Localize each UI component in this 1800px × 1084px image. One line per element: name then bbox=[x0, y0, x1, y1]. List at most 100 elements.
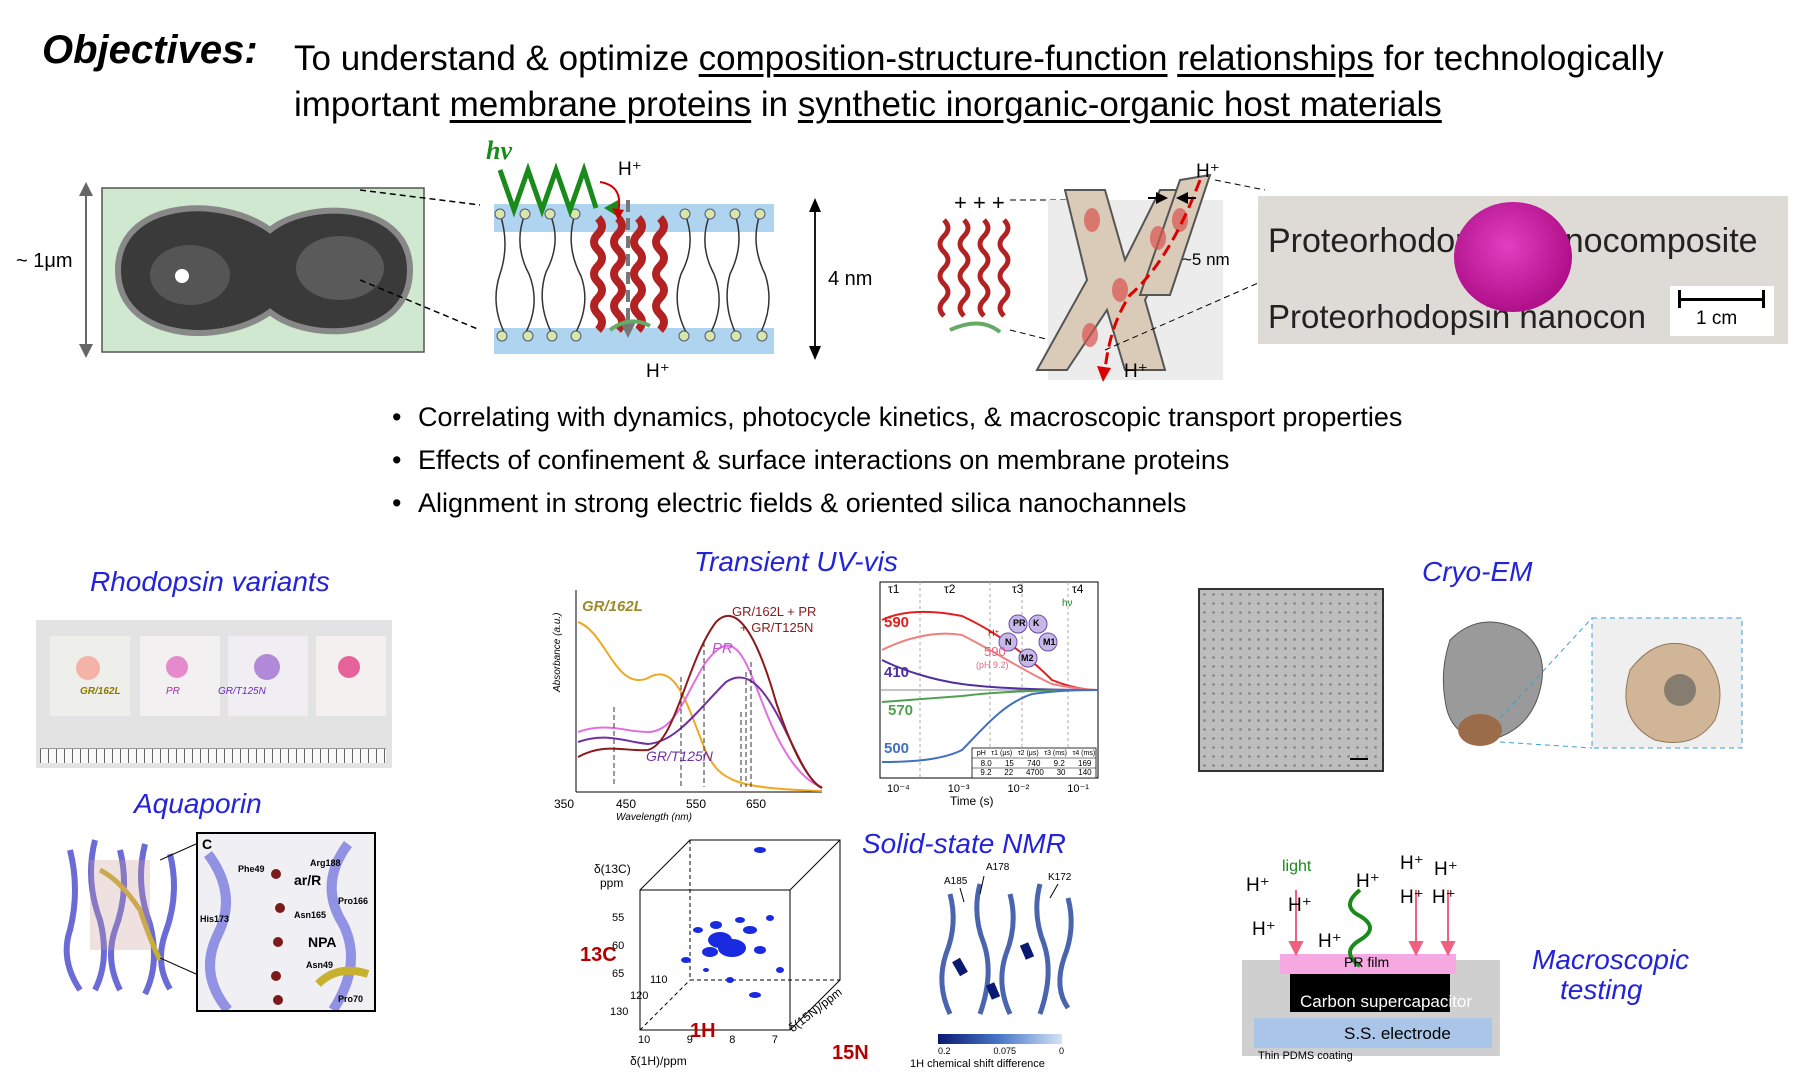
kin-label-590: 590 bbox=[884, 614, 910, 631]
scale-box: 1 cm bbox=[1670, 286, 1774, 336]
x-tick: 10⁻³ bbox=[947, 783, 970, 795]
residue-label: His173 bbox=[200, 914, 230, 924]
membrane-thickness-label: 4 nm bbox=[828, 268, 873, 290]
pdms-label: Thin PDMS coating bbox=[1258, 1050, 1353, 1062]
sample-spot bbox=[338, 656, 360, 678]
residue-label: Arg188 bbox=[310, 858, 341, 868]
table-cell: 8.0 bbox=[980, 759, 992, 768]
table-cell: 30 bbox=[1056, 768, 1066, 777]
cryo-density-map bbox=[1442, 617, 1743, 749]
macro-proton: H⁺ bbox=[1432, 887, 1456, 908]
x-tick: 10⁻² bbox=[1007, 783, 1030, 795]
proton-right-bottom-label: H⁺ bbox=[1124, 361, 1148, 382]
absorbance-spectrum: Absorbance (a.u.) 350 450 550 650 Wavele… bbox=[552, 590, 823, 822]
colorbar-tick: 0 bbox=[1058, 1046, 1064, 1056]
bullet-3: •Alignment in strong electric fields & o… bbox=[392, 488, 1187, 518]
kin-label-ph: 590 bbox=[984, 644, 1006, 659]
aquaporin-structure bbox=[63, 839, 177, 996]
zoom-lines bbox=[160, 843, 197, 975]
obj-text: important bbox=[294, 85, 450, 124]
table-cell: τ3 (ms) bbox=[1044, 750, 1067, 757]
h-ticks: 10 9 8 7 bbox=[638, 1034, 778, 1046]
legend-grt125n: GR/T125N bbox=[646, 748, 713, 764]
sample-label: PR bbox=[166, 686, 180, 697]
residue-label: K172 bbox=[1048, 872, 1072, 883]
nmr-h1-label: 1H bbox=[690, 1020, 716, 1042]
nanocomposite-photo: Proteorhodopsin nanocomposite Proteorhod… bbox=[1258, 196, 1788, 344]
cycle-state: K bbox=[1033, 618, 1040, 628]
table-cell: 15 bbox=[1004, 759, 1014, 768]
bullet-text: Effects of confinement & surface interac… bbox=[418, 445, 1230, 475]
kin-label-ph: (pH 9.2) bbox=[976, 660, 1009, 670]
legend-mix: + GR/T125N bbox=[740, 620, 814, 635]
obj-text: in bbox=[751, 85, 798, 124]
residue-label: Asn165 bbox=[294, 910, 327, 920]
proton-right-top-label: H⁺ bbox=[1196, 161, 1220, 182]
nmr-structure bbox=[939, 875, 1074, 1016]
rhodopsin-photo: GR/162L PR GR/T125N bbox=[36, 620, 392, 768]
macro-device bbox=[1242, 888, 1500, 1056]
objectives-heading: Objectives: bbox=[42, 28, 258, 72]
macro-proton: H⁺ bbox=[1434, 859, 1458, 880]
scale-label: 1 cm bbox=[1696, 308, 1738, 329]
nmr-axis-c-unit: ppm bbox=[600, 876, 624, 890]
cycle-state: PR bbox=[1013, 618, 1026, 628]
colorbar-tick: 0.2 bbox=[938, 1046, 951, 1056]
pr-film-label: PR film bbox=[1344, 954, 1390, 970]
nmr-axis-c: δ(13C) bbox=[594, 862, 631, 876]
table-cell: 4700 bbox=[1025, 768, 1044, 777]
nmr-title: Solid-state NMR bbox=[862, 828, 1066, 859]
sample-label: GR/T125N bbox=[218, 686, 266, 697]
n-tick: 120 bbox=[630, 990, 649, 1002]
obj-text: To understand & optimize bbox=[294, 39, 699, 78]
colorbar bbox=[938, 1034, 1062, 1044]
obj-underlined: synthetic inorganic-organic host materia… bbox=[797, 85, 1442, 124]
tau-label: τ2 bbox=[944, 582, 956, 596]
h-tick: 10 bbox=[638, 1034, 651, 1046]
photon-label: hν bbox=[486, 136, 512, 165]
table-cell: 740 bbox=[1027, 759, 1041, 768]
c-tick: 60 bbox=[612, 940, 625, 952]
zoom-lines bbox=[360, 189, 481, 331]
channel-diameter-label: ~5 nm bbox=[1182, 250, 1230, 269]
cell-micrograph bbox=[79, 182, 425, 358]
sample-label: GR/162L bbox=[80, 686, 121, 697]
h-tick: 8 bbox=[729, 1034, 736, 1046]
tau-label: τ4 bbox=[1072, 582, 1084, 596]
bullet-1: •Correlating with dynamics, photocycle k… bbox=[392, 402, 1403, 432]
macro-proton: H⁺ bbox=[1400, 887, 1424, 908]
h-tick: 9 bbox=[686, 1034, 693, 1046]
rhodopsin-title: Rhodopsin variants bbox=[90, 566, 330, 597]
macro-title-1: Macroscopic bbox=[1532, 944, 1690, 975]
ruler bbox=[40, 748, 386, 763]
cycle-state: M2 bbox=[1021, 653, 1034, 663]
c-tick: 65 bbox=[612, 968, 625, 980]
residue-label: Phe49 bbox=[238, 864, 265, 874]
nmr-3d-spectrum bbox=[639, 839, 841, 1031]
sample-spot bbox=[166, 656, 188, 678]
aquaporin-detail-art bbox=[203, 841, 370, 1010]
table-cell: τ2 (μs) bbox=[1017, 750, 1039, 757]
x-tick: 550 bbox=[686, 797, 706, 811]
h-tick: 7 bbox=[771, 1034, 778, 1046]
macro-proton: H⁺ bbox=[1252, 919, 1276, 940]
wavelength-xlabel: Wavelength (nm) bbox=[616, 812, 692, 822]
ar-r-label: ar/R bbox=[294, 872, 322, 888]
table-cell: 9.2 bbox=[1053, 759, 1065, 768]
macro-title-2: testing bbox=[1560, 974, 1643, 1005]
tau-label: τ3 bbox=[1012, 582, 1024, 596]
legend-mix: GR/162L + PR bbox=[732, 604, 817, 619]
macro-proton: H⁺ bbox=[1400, 853, 1424, 874]
n-tick: 110 bbox=[650, 974, 668, 986]
kin-label-570: 570 bbox=[888, 702, 914, 719]
kinetics-plot bbox=[879, 581, 1099, 779]
obj-underlined: membrane proteins bbox=[449, 85, 752, 124]
x-tick: 10⁻⁴ bbox=[887, 783, 910, 795]
n-tick: 130 bbox=[610, 1006, 629, 1018]
cycle-state: M1 bbox=[1043, 637, 1056, 647]
table-cell: 22 bbox=[1004, 768, 1014, 777]
bullet-text: Alignment in strong electric fields & or… bbox=[418, 488, 1187, 518]
colorbar-tick: 0.075 bbox=[993, 1046, 1017, 1056]
table-cell: 9.2 bbox=[980, 768, 992, 777]
